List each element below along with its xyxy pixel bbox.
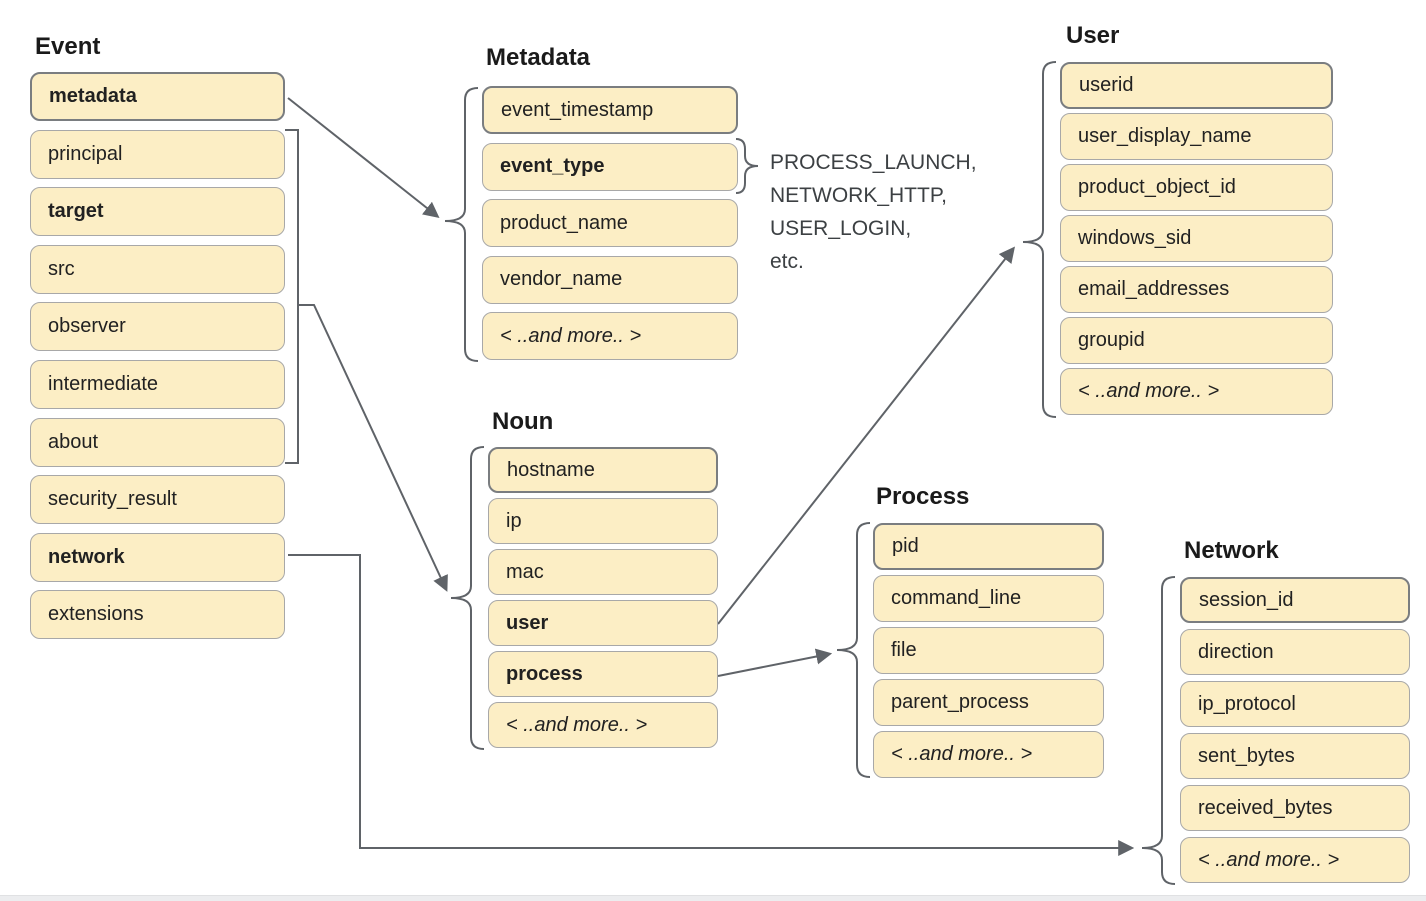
field-box-product-object-id: product_object_id — [1060, 164, 1333, 211]
field-box-pid: pid — [873, 523, 1104, 570]
field-box-product-name: product_name — [482, 199, 738, 247]
field-box-principal: principal — [30, 129, 285, 179]
field-box-about: about — [30, 417, 285, 467]
brace-process-group — [836, 522, 871, 778]
event-type-values-text: PROCESS_LAUNCH, NETWORK_HTTP, USER_LOGIN… — [770, 146, 977, 278]
field-box-process: process — [488, 651, 718, 697]
brace-metadata-group — [444, 87, 479, 362]
event-type-value-line: NETWORK_HTTP, — [770, 184, 947, 207]
field-box-userid: userid — [1060, 62, 1333, 109]
field-box-user-display-name: user_display_name — [1060, 113, 1333, 160]
field-box-user: user — [488, 600, 718, 646]
field-box-session-id: session_id — [1180, 577, 1410, 623]
field-box-mac: mac — [488, 549, 718, 595]
group-metadata-title: Metadata — [486, 44, 591, 71]
field-box-and-more: < ..and more.. > — [1180, 837, 1410, 883]
event-type-value-line: USER_LOGIN, — [770, 217, 912, 240]
brace-user-group — [1022, 61, 1057, 418]
group-noun-title: Noun — [492, 408, 554, 435]
event-type-value-line: PROCESS_LAUNCH, — [770, 151, 977, 174]
arrow-event-nouns-to-noun-group — [298, 304, 448, 592]
group-process-title: Process — [876, 483, 970, 510]
group-event-title: Event — [35, 33, 101, 60]
field-box-direction: direction — [1180, 629, 1410, 675]
field-box-command-line: command_line — [873, 575, 1104, 622]
field-box-src: src — [30, 244, 285, 294]
arrow-metadata-to-metadata-group — [287, 97, 440, 218]
field-box-and-more: < ..and more.. > — [873, 731, 1104, 778]
field-box-received-bytes: received_bytes — [1180, 785, 1410, 831]
brace-network-group — [1141, 576, 1176, 885]
event-type-value-line: etc. — [770, 250, 804, 273]
field-box-file: file — [873, 627, 1104, 674]
field-box-security-result: security_result — [30, 475, 285, 525]
field-box-metadata: metadata — [30, 72, 285, 121]
group-network-title: Network — [1184, 537, 1279, 564]
field-box-sent-bytes: sent_bytes — [1180, 733, 1410, 779]
field-box-email-addresses: email_addresses — [1060, 266, 1333, 313]
field-box-ip: ip — [488, 498, 718, 544]
field-box-and-more: < ..and more.. > — [1060, 368, 1333, 415]
field-box-event-timestamp: event_timestamp — [482, 86, 738, 134]
field-box-hostname: hostname — [488, 447, 718, 493]
bottom-page-edge — [0, 895, 1426, 901]
field-box-ip-protocol: ip_protocol — [1180, 681, 1410, 727]
field-box-observer: observer — [30, 302, 285, 352]
field-box-groupid: groupid — [1060, 317, 1333, 364]
field-box-windows-sid: windows_sid — [1060, 215, 1333, 262]
field-box-target: target — [30, 187, 285, 237]
field-box-and-more: < ..and more.. > — [482, 312, 738, 360]
field-box-event-type: event_type — [482, 142, 738, 191]
field-box-network: network — [30, 532, 285, 582]
field-box-and-more: < ..and more.. > — [488, 702, 718, 748]
field-box-parent-process: parent_process — [873, 679, 1104, 726]
brace-noun-group — [450, 446, 485, 750]
arrow-process-to-process-group — [717, 648, 833, 677]
brace-event-type-values — [735, 138, 759, 194]
bracket-event-nouns — [285, 129, 299, 464]
field-box-intermediate: intermediate — [30, 360, 285, 409]
field-box-extensions: extensions — [30, 590, 285, 640]
group-user-title: User — [1066, 22, 1120, 49]
field-box-vendor-name: vendor_name — [482, 255, 738, 304]
